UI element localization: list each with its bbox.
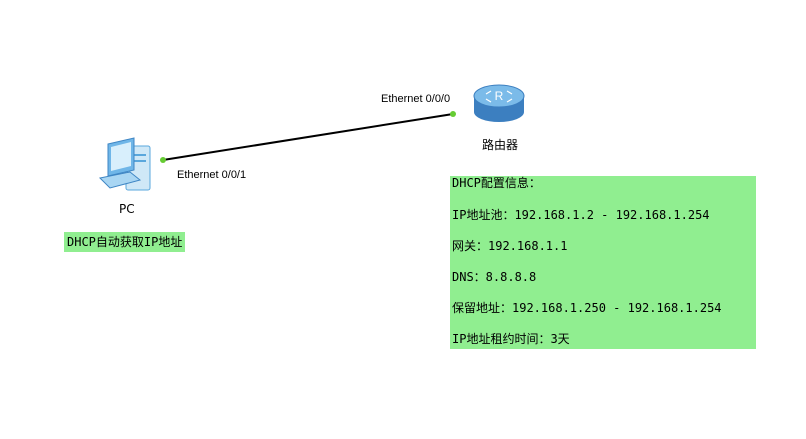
dhcp-info-note[interactable]: DHCP配置信息： IP地址池：192.168.1.2 - 192.168.1.… (450, 176, 756, 349)
router-port-label: Ethernet 0/0/0 (381, 93, 451, 105)
pc-port-label: Ethernet 0/0/1 (177, 169, 247, 181)
dhcp-reserved-line: 保留地址：192.168.1.250 - 192.168.1.254 (452, 301, 722, 315)
pc-note[interactable]: DHCP自动获取IP地址 (64, 232, 186, 252)
pc-port-indicator (160, 157, 166, 163)
dhcp-lease-line: IP地址租约时间：3天 (452, 332, 570, 346)
pc-label: PC (119, 202, 135, 216)
router-port-indicator (450, 111, 456, 117)
dhcp-dns-line: DNS：8.8.8.8 (452, 270, 537, 284)
pc-icon[interactable] (98, 137, 151, 191)
router-letter: R (495, 89, 504, 103)
dhcp-gateway-line: 网关：192.168.1.1 (452, 239, 568, 253)
ethernet-link[interactable] (162, 113, 454, 161)
dhcp-info-title: DHCP配置信息： (452, 176, 541, 190)
router-label: 路由器 (482, 138, 519, 152)
dhcp-pool-line: IP地址池：192.168.1.2 - 192.168.1.254 (452, 208, 710, 222)
router-icon[interactable]: R (473, 84, 525, 122)
